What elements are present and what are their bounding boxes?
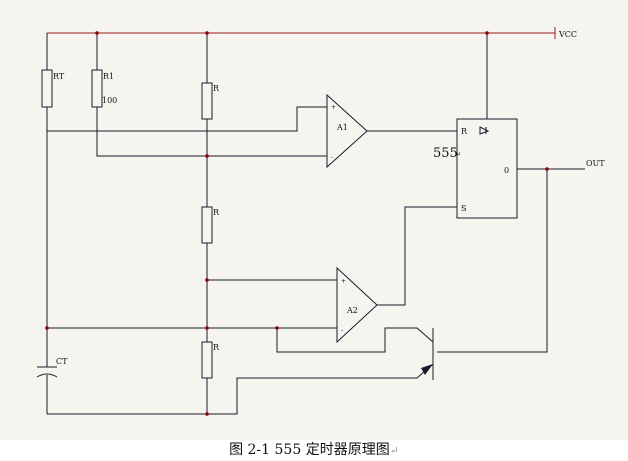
schematic-diagram: VCC OUT RT R1 100 R R R A1 A2 + - + - R … <box>36 27 605 416</box>
output-to-transistor-base <box>437 169 548 353</box>
figure-caption: 图 2-1 555 定时器原理图↵ <box>0 440 628 460</box>
junction-dot <box>485 31 489 35</box>
wires <box>46 27 585 415</box>
junction-dot <box>95 31 99 35</box>
chip-name-label: 555 <box>433 146 458 161</box>
a1-plus-label: + <box>331 104 336 111</box>
chip-r-label: R <box>461 127 468 136</box>
rt-label: RT <box>53 72 65 81</box>
junction-dot <box>205 326 209 330</box>
r1-leg <box>96 33 327 157</box>
bottom-return <box>47 363 434 415</box>
a1-label: A1 <box>336 123 348 132</box>
caption-mark: ↵ <box>389 444 399 457</box>
resistor-r-bot <box>201 341 213 379</box>
resistor-rt <box>41 69 53 108</box>
comparator-a2 <box>336 266 378 344</box>
vcc-label: VCC <box>558 30 577 39</box>
chip-name-mark: ↵ <box>456 151 461 158</box>
chip-555 <box>456 118 518 219</box>
junction-dot <box>275 326 279 330</box>
chip-out-pin-label: 0 <box>504 166 509 175</box>
rt-to-a1-plus <box>47 106 327 132</box>
schematic-canvas: VCC OUT RT R1 100 R R R A1 A2 + - + - R … <box>0 0 628 440</box>
a2-minus-label: - <box>341 327 343 334</box>
chip-s-label: S <box>461 204 466 213</box>
a2-label: A2 <box>346 306 358 315</box>
r1-label: R1 <box>103 72 114 81</box>
junction-dot <box>205 31 209 35</box>
components <box>36 69 518 380</box>
junctions <box>45 31 549 416</box>
transistor-emitter-arrow <box>421 364 433 375</box>
r-mid-label: R <box>213 208 220 217</box>
trigger-to-transistor <box>276 327 434 353</box>
r1-value-label: 100 <box>102 96 117 105</box>
resistor-r1 <box>91 69 103 108</box>
r-top-label: R <box>213 84 220 93</box>
junction-dot <box>205 154 209 158</box>
resistor-r-mid <box>201 206 213 244</box>
a2-plus-label: + <box>341 278 346 285</box>
junction-dot <box>45 326 49 330</box>
comparator-a1 <box>326 93 368 169</box>
caption-text: 图 2-1 555 定时器原理图 <box>229 442 390 458</box>
a1-minus-label: - <box>331 154 333 161</box>
junction-dot <box>205 412 209 416</box>
capacitor-ct <box>36 366 58 378</box>
resistor-r-top <box>201 82 213 120</box>
out-label: OUT <box>586 159 605 168</box>
transistor <box>421 328 434 380</box>
ct-label: CT <box>56 357 68 366</box>
r-bot-label: R <box>213 343 220 352</box>
chip-diode-icon <box>479 126 490 135</box>
a2-out-to-chip <box>377 206 457 306</box>
junction-dot <box>205 278 209 282</box>
labels: VCC OUT RT R1 100 R R R A1 A2 + - + - R … <box>53 30 605 366</box>
junction-dot <box>545 167 549 171</box>
